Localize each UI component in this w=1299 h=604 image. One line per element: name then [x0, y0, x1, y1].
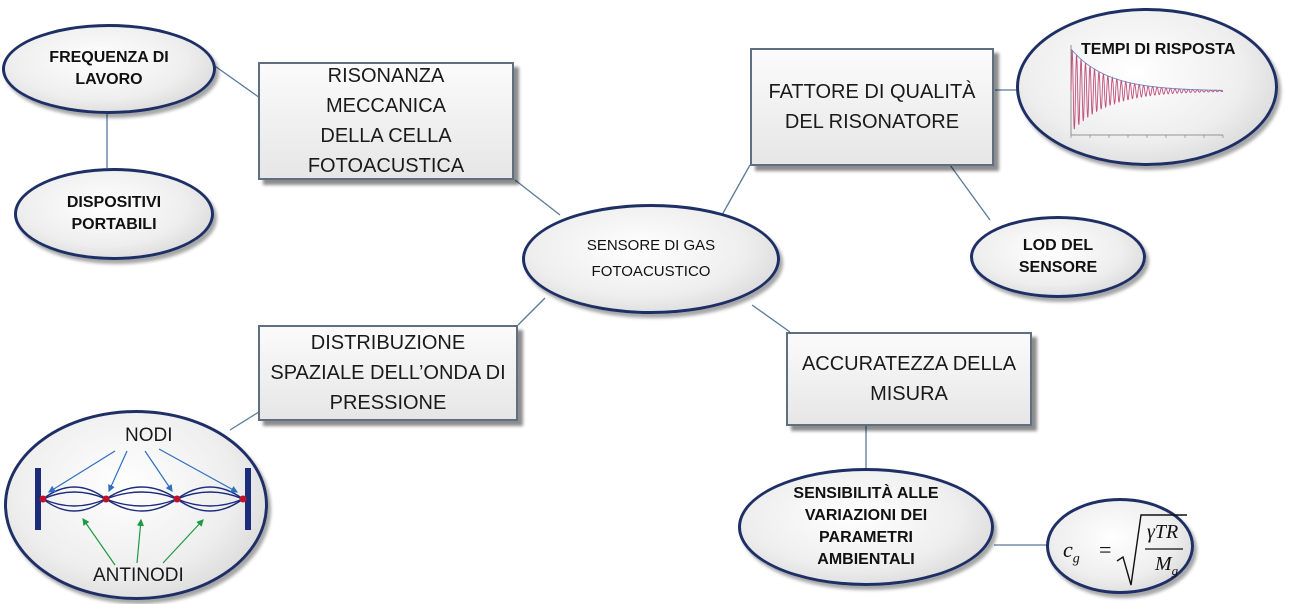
oval-frequenza-label: FREQUENZA DI LAVORO	[49, 47, 168, 91]
box-distribuzione-label: DISTRIBUZIONE SPAZIALE DELL’ONDA DI PRES…	[270, 328, 505, 418]
oval-frequenza-lavoro: FREQUENZA DI LAVORO	[2, 24, 216, 114]
connector-frequenza-risonanza	[212, 64, 260, 98]
oval-onda-stazionaria: NODI ANTINODI	[4, 410, 268, 600]
connector-center-accuratezza	[752, 305, 790, 332]
box-fattore-label: FATTORE DI QUALITÀ DEL RISONATORE	[768, 77, 975, 137]
antinodes-label: ANTINODI	[93, 565, 184, 587]
oval-sensibilita: SENSIBILITÀ ALLE VARIAZIONI DEI PARAMETR…	[738, 468, 994, 586]
wave-lines	[43, 487, 243, 511]
node-arrows	[49, 449, 237, 492]
node-dots	[40, 496, 247, 503]
sqrt-sign	[1049, 501, 1197, 597]
connector-fattore-lod	[950, 165, 990, 220]
oval-lod-label: LOD DEL SENSORE	[1019, 235, 1097, 279]
box-risonanza-meccanica: RISONANZA MECCANICA DELLA CELLA FOTOACUS…	[258, 62, 514, 180]
box-accuratezza-label: ACCURATEZZA DELLA MISURA	[802, 349, 1016, 409]
center-oval: SENSORE DI GAS FOTOACUSTICO	[522, 204, 780, 314]
oval-sensibilita-label: SENSIBILITÀ ALLE VARIAZIONI DEI PARAMETR…	[793, 483, 938, 571]
oval-tempi-label: TEMPI DI RISPOSTA	[1081, 39, 1235, 61]
nodes-label: NODI	[125, 425, 173, 447]
box-fattore-qualita: FATTORE DI QUALITÀ DEL RISONATORE	[750, 48, 994, 166]
oval-formula: cg = γTR Mg	[1046, 498, 1194, 594]
formula-denominator: Mg	[1155, 553, 1178, 579]
oval-dispositivi-portabili: DISPOSITIVI PORTABILI	[14, 168, 214, 260]
connector-center-fattore	[722, 165, 750, 215]
antinode-arrows	[83, 519, 203, 565]
box-risonanza-label: RISONANZA MECCANICA DELLA CELLA FOTOACUS…	[270, 61, 502, 181]
center-label: SENSORE DI GAS FOTOACUSTICO	[587, 233, 715, 285]
oval-dispositivi-label: DISPOSITIVI PORTABILI	[67, 192, 161, 236]
oval-tempi-risposta: TEMPI DI RISPOSTA	[1016, 8, 1278, 166]
box-accuratezza-misura: ACCURATEZZA DELLA MISURA	[786, 332, 1032, 426]
connector-risonanza-center	[515, 180, 560, 215]
connector-center-distribuzione	[518, 298, 545, 325]
oval-lod-sensore: LOD DEL SENSORE	[970, 216, 1146, 298]
box-distribuzione-onda: DISTRIBUZIONE SPAZIALE DELL’ONDA DI PRES…	[258, 325, 518, 421]
formula-numerator: γTR	[1147, 521, 1178, 544]
response-plot	[1019, 11, 1281, 169]
